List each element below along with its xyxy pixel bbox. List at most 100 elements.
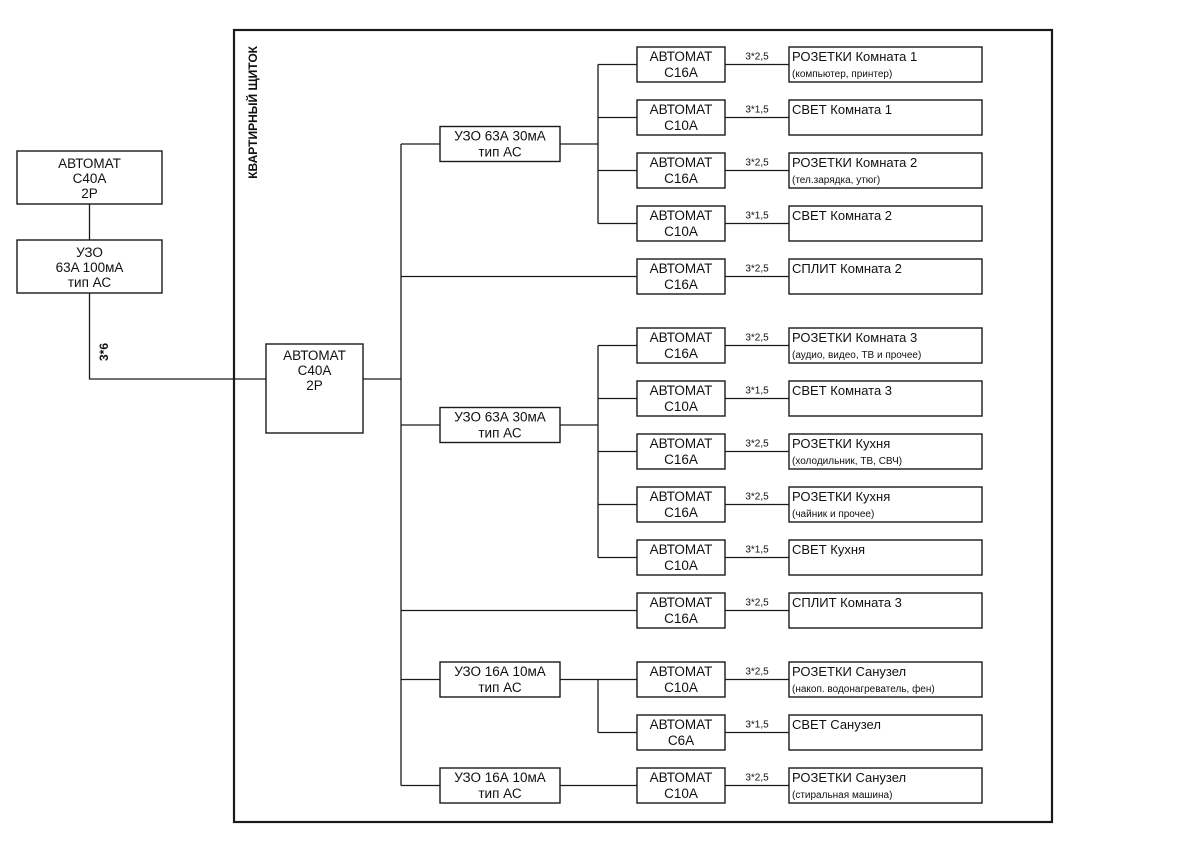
load-note: (компьютер, принтер) — [792, 69, 892, 80]
breaker-rating-label: C10A — [664, 786, 698, 801]
cable-label: 3*1,5 — [745, 720, 769, 731]
input-rcd-line-3: тип АС — [68, 275, 111, 290]
load-box: РОЗЕТКИ Комната 1 (компьютер, принтер) — [788, 46, 983, 83]
breaker-rating-label: C16A — [664, 346, 698, 361]
breaker-type-label: АВТОМАТ — [650, 155, 713, 170]
breaker-rating-label: C16A — [664, 505, 698, 520]
load-note: (тел.зарядка, утюг) — [792, 175, 880, 186]
input-rcd-line-1: УЗО — [76, 245, 103, 260]
input-breaker-line-2: C40A — [73, 171, 107, 186]
load-box: СПЛИТ Комната 3 — [788, 592, 983, 629]
breaker-type-label: АВТОМАТ — [650, 208, 713, 223]
load-label: РОЗЕТКИ Санузел — [792, 770, 906, 785]
breaker-type-label: АВТОМАТ — [650, 717, 713, 732]
wire-feed-to-panel — [88, 293, 266, 380]
load-box: СВЕТ Санузел — [788, 714, 983, 751]
breaker-rating-label: C10A — [664, 558, 698, 573]
load-box: СВЕТ Комната 1 — [788, 99, 983, 136]
load-label: РОЗЕТКИ Санузел — [792, 664, 906, 679]
breaker-rating-label: C16A — [664, 171, 698, 186]
main-breaker-line-2: C40A — [298, 363, 332, 378]
load-note: (аудио, видео, ТВ и прочее) — [792, 350, 921, 361]
breaker-type-label: АВТОМАТ — [650, 49, 713, 64]
rcd-rating-label: УЗО 63А 30мА — [454, 410, 546, 425]
input-breaker-line-1: АВТОМАТ — [58, 156, 121, 171]
breaker-type-label: АВТОМАТ — [650, 436, 713, 451]
input-breaker: АВТОМАТ C40A 2P — [16, 150, 163, 205]
panel-title: КВАРТИРНЫЙ ЩИТОК — [245, 45, 260, 178]
load-label: РОЗЕТКИ Комната 3 — [792, 330, 917, 345]
load-label: РОЗЕТКИ Кухня — [792, 436, 890, 451]
rcd-rating-label: УЗО 16А 10мА — [454, 664, 546, 679]
load-box: РОЗЕТКИ Комната 3 (аудио, видео, ТВ и про… — [788, 327, 983, 364]
breaker-type-label: АВТОМАТ — [650, 261, 713, 276]
breaker-rating-label: C16A — [664, 452, 698, 467]
input-breaker-line-3: 2P — [81, 186, 98, 201]
main-breaker-line-3: 2P — [306, 378, 323, 393]
cable-label: 3*2,5 — [745, 492, 769, 503]
breaker-type-label: АВТОМАТ — [650, 489, 713, 504]
load-note: (накоп. водонагреватель, фен) — [792, 683, 935, 695]
load-note: (стиральная машина) — [792, 790, 892, 801]
load-label: СВЕТ Комната 3 — [792, 383, 892, 398]
breaker-type-label: АВТОМАТ — [650, 664, 713, 679]
load-box: СВЕТ Комната 3 — [788, 380, 983, 417]
load-box: СВЕТ Комната 2 — [788, 205, 983, 242]
panel-frame — [232, 28, 1054, 824]
load-label: СВЕТ Кухня — [792, 542, 865, 557]
cable-label: 3*1,5 — [745, 545, 769, 556]
load-label: СВЕТ Комната 2 — [792, 208, 892, 223]
main-breaker: АВТОМАТ C40A 2P — [265, 343, 364, 434]
breaker-rating-label: C16A — [664, 277, 698, 292]
rcd-rating-label: УЗО 16А 10мА — [454, 770, 546, 785]
load-label: РОЗЕТКИ Кухня — [792, 489, 890, 504]
breaker-rating-label: C10A — [664, 224, 698, 239]
cable-label: 3*2,5 — [745, 158, 769, 169]
input-rcd-line-2: 63A 100мА — [56, 260, 124, 275]
breaker-type-label: АВТОМАТ — [650, 770, 713, 785]
load-box: СВЕТ Кухня — [788, 539, 983, 576]
load-box: СПЛИТ Комната 2 — [788, 258, 983, 295]
load-note: (чайник и прочее) — [792, 509, 874, 520]
load-box: РОЗЕТКИ Кухня (холодильник, ТВ, СВЧ) — [788, 433, 983, 470]
load-label: СВЕТ Санузел — [792, 717, 881, 732]
breaker-type-label: АВТОМАТ — [650, 542, 713, 557]
breaker-rating-label: C16A — [664, 65, 698, 80]
breaker-type-label: АВТОМАТ — [650, 330, 713, 345]
cable-label: 3*2,5 — [745, 52, 769, 63]
cable-label: 3*2,5 — [745, 598, 769, 609]
rcd-type-label: тип АС — [478, 680, 521, 695]
load-label: РОЗЕТКИ Комната 1 — [792, 49, 917, 64]
breaker-type-label: АВТОМАТ — [650, 595, 713, 610]
feed-cable-label: 3*6 — [97, 343, 111, 361]
cable-label: 3*2,5 — [745, 264, 769, 275]
rcd-type-label: тип АС — [478, 145, 521, 160]
cable-label: 3*2,5 — [745, 773, 769, 784]
breaker-rating-label: C16A — [664, 611, 698, 626]
input-rcd: УЗО 63A 100мА тип АС — [16, 239, 163, 294]
load-box: РОЗЕТКИ Санузел (стиральная машина) — [788, 767, 983, 804]
load-note: (холодильник, ТВ, СВЧ) — [792, 456, 902, 467]
